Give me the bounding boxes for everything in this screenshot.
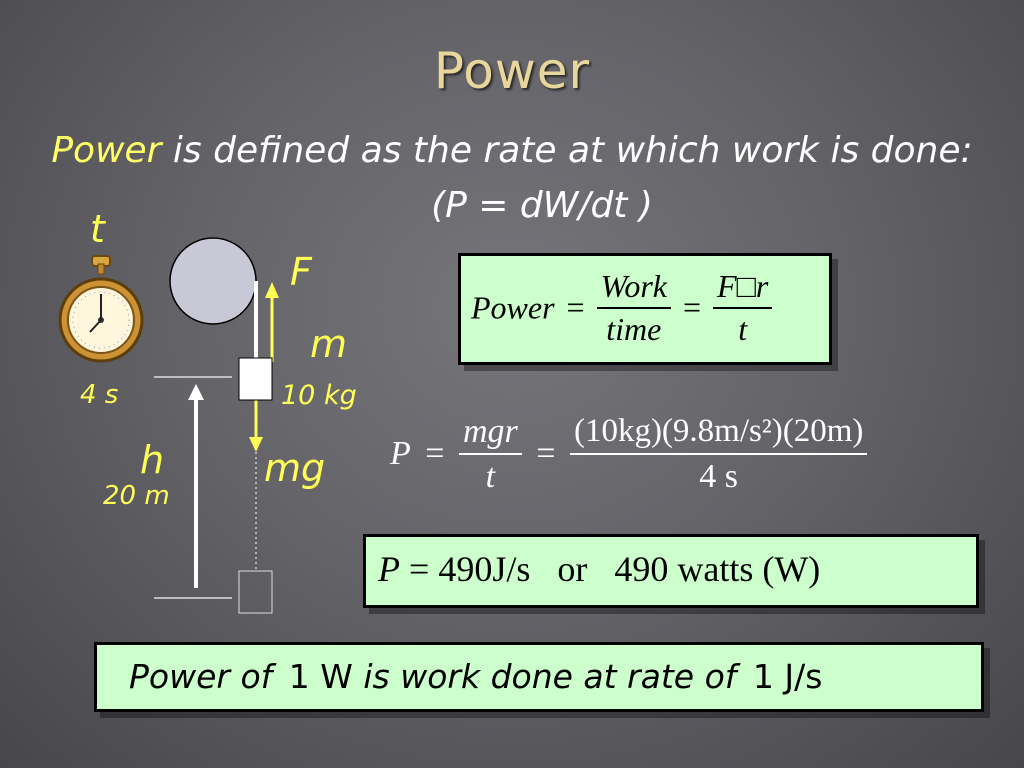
definition-line: Power is defined as the rate at which wo… [0,130,1024,171]
equals-sign: = [425,435,445,473]
mass-value: 10 kg [281,380,357,411]
time-value: 4 s [80,380,119,410]
mass-symbol: m [310,322,348,366]
t-denominator: t [738,310,748,347]
numeric-denominator: 4 s [699,457,739,495]
result-watts: 490 watts (W) [614,549,821,589]
t-denominator: t [485,458,496,496]
mgr-over-t-fraction: mgr t [458,412,522,496]
force-distance-fraction: F□r t [713,268,773,348]
result-or: or [557,549,588,589]
numeric-fraction: (10kg)(9.8m/s²)(20m) 4 s [569,413,868,496]
definition-formula: (P = dW/dt ) [431,185,653,226]
force-label: F [290,250,312,294]
result-value: 490 [438,549,493,589]
time-denominator: time [606,310,662,347]
force-distance-numerator: F□r [713,268,773,309]
footer-text-2: is work done at rate of [352,657,747,696]
slide-title: Power [433,42,591,100]
work-over-time-fraction: Work time [596,268,671,348]
footer-text-1: Power of [129,657,283,696]
weight-label: mg [264,446,326,490]
calculation-line: P = mgr t = (10kg)(9.8m/s²)(20m) 4 s [390,412,868,496]
numeric-numerator: (10kg)(9.8m/s²)(20m) [569,413,868,455]
equals-sign: = [409,549,430,589]
height-value: 20 m [103,481,170,511]
equals-sign: = [536,435,556,473]
height-symbol: h [140,438,165,482]
time-symbol: t [90,207,105,251]
pulley-diagram: t 4 s F m 10 kg h 20 m mg [0,0,380,640]
diagram-lines [154,237,279,614]
stopwatch-icon [58,255,144,363]
result-unit: J/s [492,549,531,589]
power-definition-box: Power = Work time = F□r t [458,253,832,365]
calc-lhs: P [390,435,411,473]
result-p: P [378,549,400,589]
equals-sign: = [566,289,585,326]
equals-sign: = [682,289,702,326]
work-numerator: Work [596,268,671,309]
result-box: P = 490J/s or 490 watts (W) [363,534,979,608]
definition-term: Power [51,130,162,171]
footer-value-2: 1 J/s [752,657,823,696]
mgr-numerator: mgr [458,412,522,456]
footer-value-1: 1 W [288,657,353,696]
definition-text: is defined as the rate at which work is … [161,130,973,171]
power-lhs: Power [471,289,555,326]
footer-box: Power of 1 W is work done at rate of 1 J… [94,642,984,712]
